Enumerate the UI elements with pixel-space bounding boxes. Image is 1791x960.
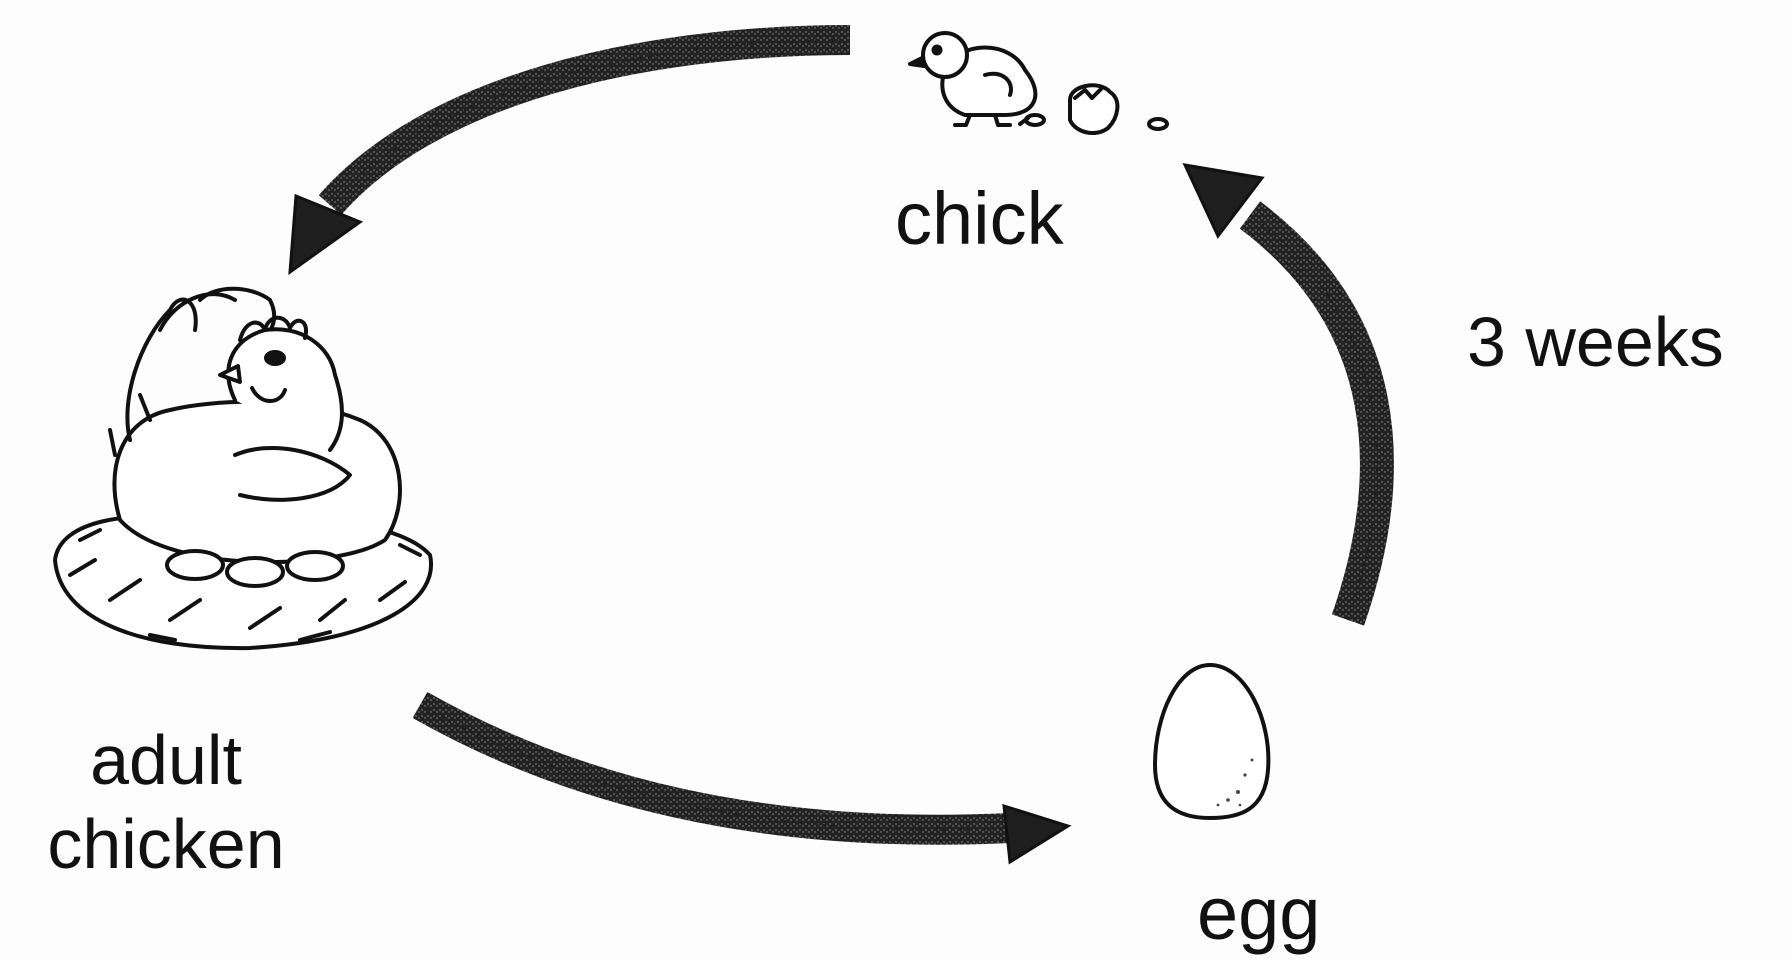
stage-label-egg: egg [1197, 873, 1320, 954]
arrow-chick-to-adult [290, 40, 850, 272]
stage-label-chick: chick [895, 178, 1064, 259]
arrow-egg-to-chick [1185, 165, 1377, 620]
stage-label-adult-chicken: adult chicken [16, 718, 316, 886]
egg-icon [1155, 665, 1268, 818]
chick-icon [910, 33, 1167, 133]
stage-label-adult-line2: chicken [16, 802, 316, 886]
duration-label: 3 weeks [1467, 304, 1724, 381]
arrow-adult-to-egg [420, 705, 1068, 862]
hen-on-nest-icon [55, 289, 431, 648]
stage-label-adult-line1: adult [16, 718, 316, 802]
